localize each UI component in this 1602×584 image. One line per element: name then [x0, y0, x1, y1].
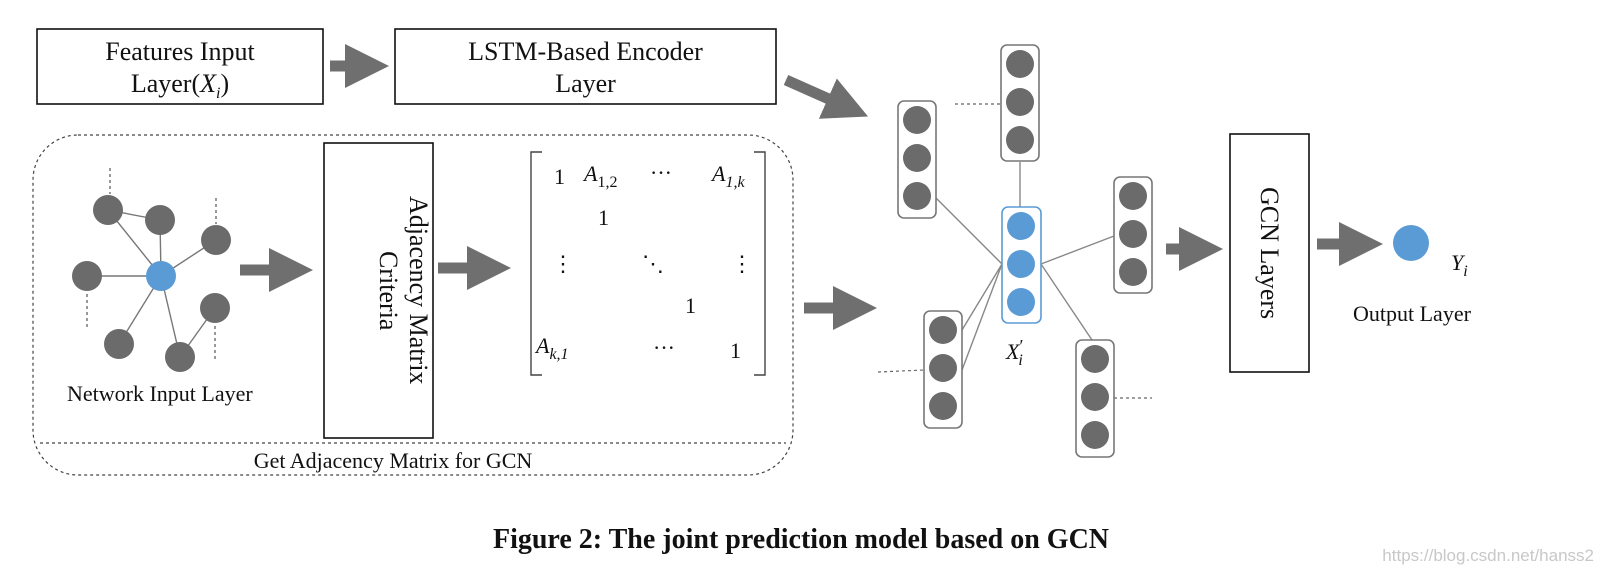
- matrix-entry-a12: A1,2: [584, 161, 618, 191]
- graph-node: [104, 329, 134, 359]
- adjacency-criteria-label: Adjacency Matrix Criteria: [374, 196, 433, 385]
- output-variable-label: Yi: [1451, 250, 1468, 280]
- output-layer-label: Output Layer: [1353, 301, 1471, 326]
- graph-node: [72, 261, 102, 291]
- matrix-left-bracket: [530, 151, 542, 376]
- graph-center-node: [146, 261, 176, 291]
- gcn-node-connections: [877, 103, 1152, 399]
- network-input-label: Network Input Layer: [67, 381, 253, 406]
- gcn-layers-label: GCN Layers: [1255, 186, 1284, 320]
- matrix-entry-hdots-bottom: ···: [653, 335, 675, 360]
- graph-node: [201, 225, 231, 255]
- node-column-right: [1113, 176, 1153, 294]
- matrix-entry-2-2: 1: [598, 205, 609, 230]
- network-graph: [72, 168, 231, 372]
- matrix-right-bracket: [754, 151, 766, 376]
- node-column-top: [1000, 44, 1040, 162]
- graph-node: [145, 205, 175, 235]
- matrix-entry-vdots-left: ⋮: [552, 251, 574, 276]
- matrix-entry-ddots: ⋱: [642, 251, 664, 276]
- lstm-encoder-label: LSTM-Based Encoder Layer: [468, 37, 703, 98]
- group-label: Get Adjacency Matrix for GCN: [253, 448, 533, 473]
- node-column-left-top: [897, 100, 937, 219]
- matrix-entry-ak1: Ak,1: [536, 333, 569, 363]
- figure-caption: Figure 2: The joint prediction model bas…: [492, 524, 1110, 555]
- adjacency-criteria-box: [323, 142, 434, 439]
- node-column-left-bottom: [923, 310, 963, 429]
- matrix-entry-vdots-right: ⋮: [731, 251, 753, 276]
- graph-node: [200, 293, 230, 323]
- adjacency-group-frame: [32, 134, 794, 476]
- matrix-entry-3-3: 1: [685, 293, 696, 318]
- watermark: https://blog.csdn.net/hanss2: [1382, 546, 1594, 565]
- features-input-label: Features Input Layer(Xi): [105, 37, 255, 102]
- node-column-center: [1001, 206, 1042, 324]
- features-input-box: [36, 28, 324, 105]
- matrix-entry-k-k: 1: [730, 338, 741, 363]
- lstm-encoder-box: [394, 28, 777, 105]
- matrix-entry-hdots-top: ···: [650, 160, 672, 185]
- graph-node: [165, 342, 195, 372]
- node-column-bottom: [1075, 339, 1115, 458]
- matrix-entry-a1k: A1,k: [712, 161, 745, 191]
- node-feature-label: X′i: [1006, 336, 1024, 369]
- matrix-entry-1-1: 1: [554, 164, 565, 189]
- graph-node: [93, 195, 123, 225]
- output-node: [1393, 225, 1429, 261]
- arrow-encoder-to-nodes: [783, 74, 869, 119]
- gcn-layers-box: [1229, 133, 1310, 373]
